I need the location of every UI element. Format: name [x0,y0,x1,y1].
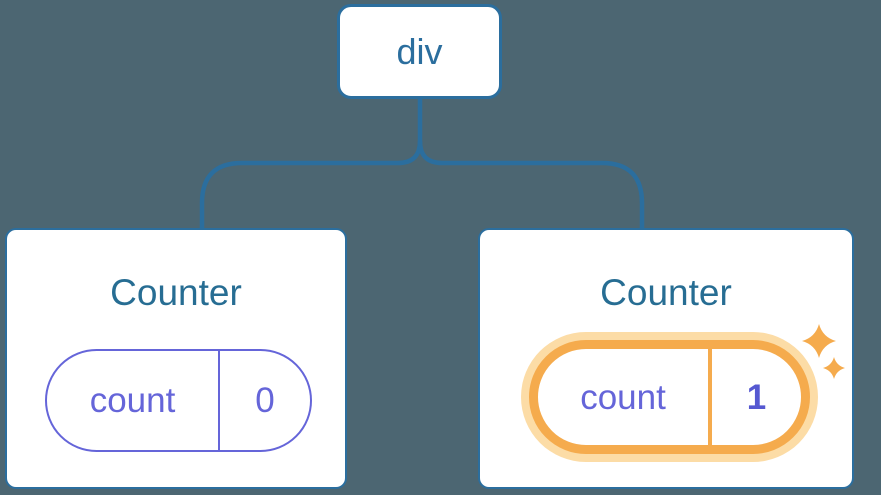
component-title: Counter [600,272,732,313]
state-value: 0 [255,381,275,420]
state-name: count [538,349,712,445]
counter-card-left: Counter count 0 [5,228,347,489]
root-node-div: div [337,4,502,99]
state-value: 1 [746,377,767,417]
state-pill-highlighted: count 1 [529,340,810,454]
root-node-label: div [396,30,443,72]
sparkle-icon [802,324,845,379]
component-title: Counter [110,272,242,313]
state-pill: count 0 [45,349,312,452]
counter-card-right: Counter count 1 [478,228,854,489]
state-name: count [47,351,220,450]
